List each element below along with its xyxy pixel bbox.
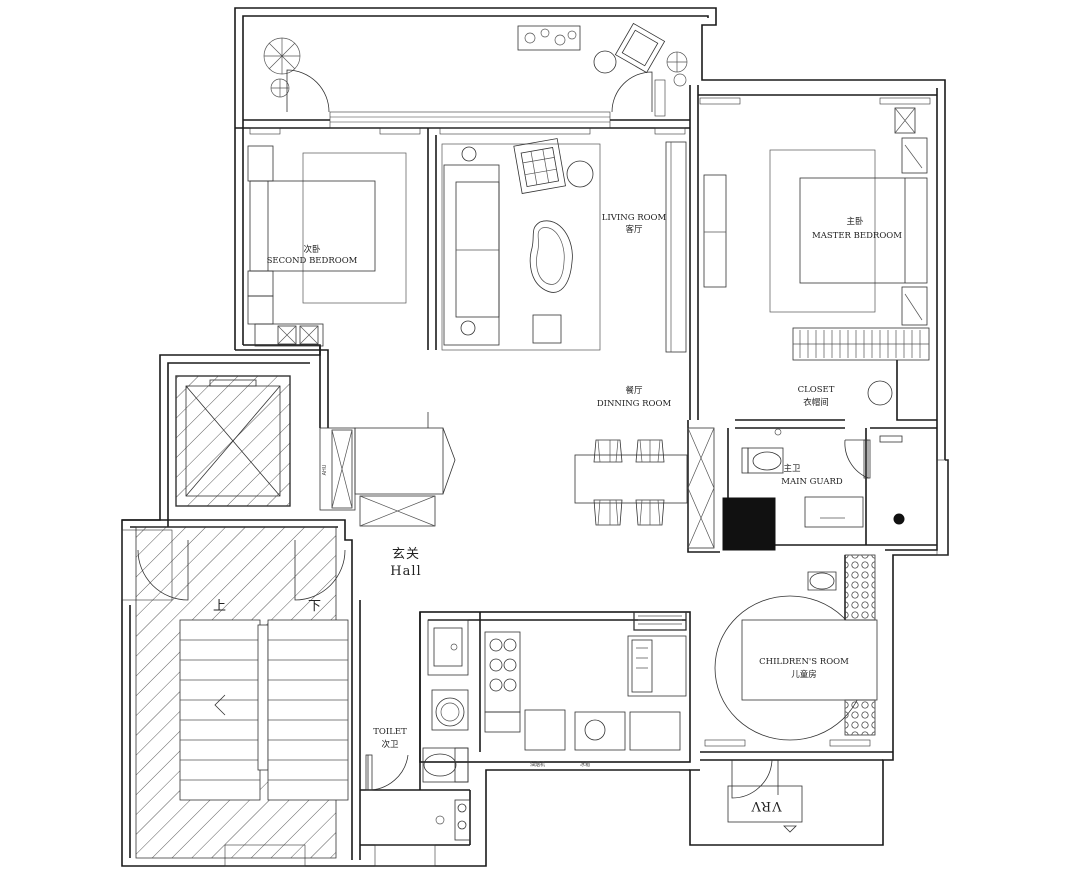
- toilet-room: TOILET 次卫: [365, 727, 471, 841]
- room-label-cn: 次卫: [381, 739, 399, 750]
- room-label-en: MAIN GUARD: [781, 477, 843, 487]
- kitchen: 油烟机 冰箱: [427, 611, 687, 768]
- second-bedroom: 次卧 SECOND BEDROOM: [247, 145, 407, 347]
- room-label-en: TOILET: [373, 727, 407, 737]
- room-label-en: LIVING ROOM: [602, 213, 667, 223]
- cabinet-tag: AHU: [322, 464, 328, 475]
- room-label-en: CLOSET: [798, 385, 835, 395]
- chair-icon: [635, 499, 665, 526]
- room-label-en: CHILDREN'S ROOM: [759, 657, 849, 667]
- room-label-en: SECOND BEDROOM: [267, 256, 358, 266]
- master-bath: 主卫 MAIN GUARD: [722, 428, 905, 551]
- room-label-en: Hall: [390, 564, 421, 579]
- stairwell: 上 下: [135, 375, 349, 859]
- windows: [121, 97, 949, 867]
- stair-down-label: 下: [308, 599, 322, 614]
- room-label-cn: 餐厅: [625, 386, 643, 396]
- chair-icon: [593, 439, 623, 463]
- entry-hall: AHU 玄关 Hall: [319, 412, 456, 579]
- vrv-balcony: VRV: [727, 759, 803, 833]
- kitchen-note: 油烟机: [530, 761, 545, 768]
- living-room: LIVING ROOM 客厅: [441, 138, 727, 353]
- balcony: [263, 22, 688, 117]
- room-label-cn: 次卧: [303, 244, 321, 255]
- room-label-en: MASTER BEDROOM: [812, 231, 902, 241]
- master-bedroom: 主卧 MASTER BEDROOM CLOSET 衣帽间: [769, 107, 930, 408]
- childrens-room: CHILDREN'S ROOM 儿童房: [714, 554, 878, 741]
- outdoor-unit-label: VRV: [750, 798, 782, 813]
- room-label-cn: 主卧: [846, 216, 864, 227]
- room-label-cn: 衣帽间: [803, 397, 829, 408]
- stair-up-label: 上: [213, 599, 227, 614]
- chair-icon: [635, 439, 665, 463]
- room-label-cn: 儿童房: [791, 669, 817, 680]
- room-label-en: DINNING ROOM: [597, 399, 672, 409]
- plant-icon: [263, 37, 301, 98]
- room-label-cn: 玄关: [392, 547, 420, 562]
- dining-room: 餐厅 DINNING ROOM: [574, 386, 715, 549]
- kitchen-note: 冰箱: [580, 761, 590, 768]
- plant-icon: [666, 51, 688, 87]
- room-label-cn: 主卫: [783, 463, 801, 474]
- room-label-cn: 客厅: [625, 224, 643, 235]
- chair-icon: [593, 499, 623, 526]
